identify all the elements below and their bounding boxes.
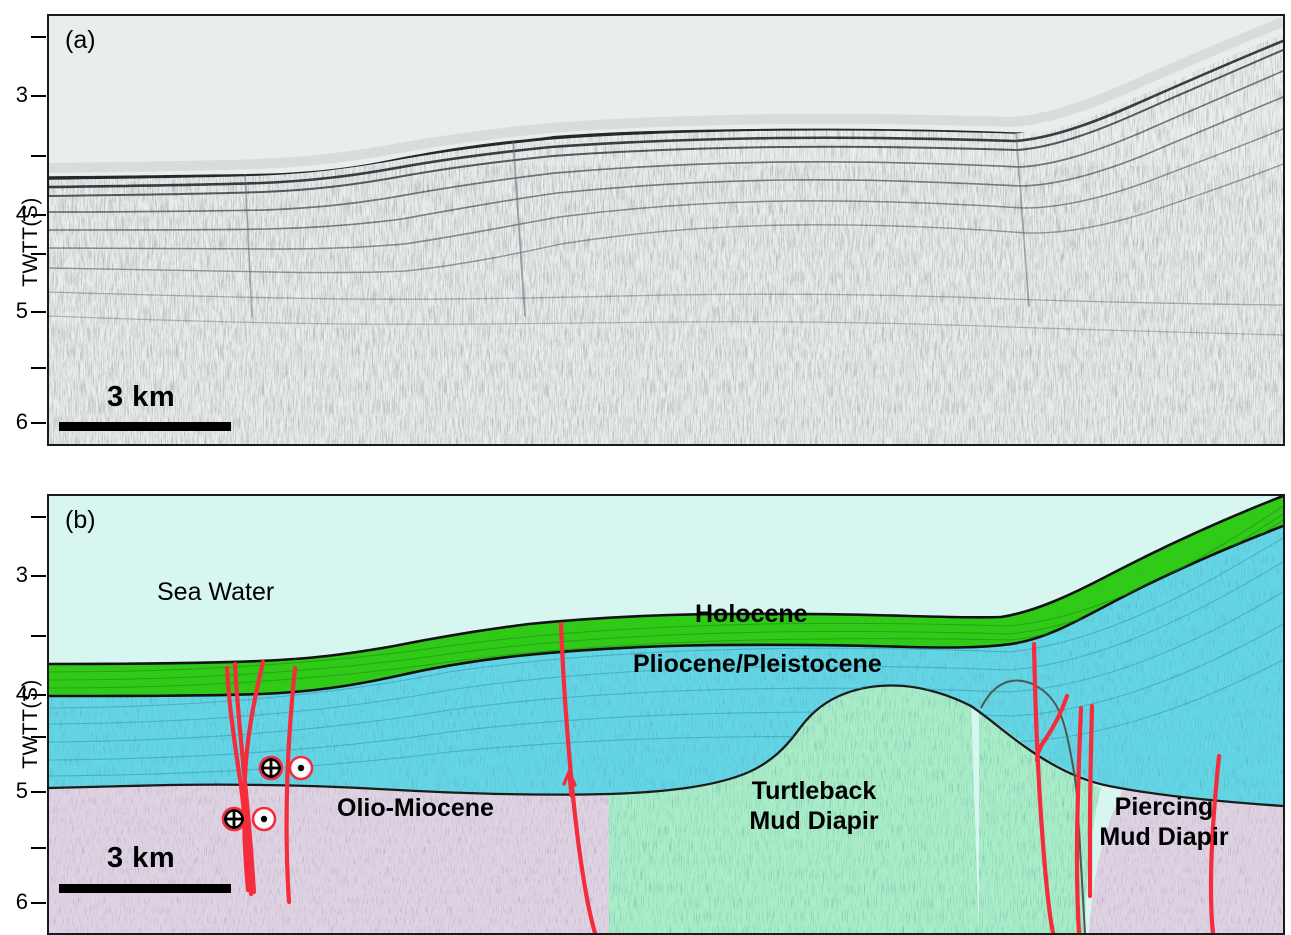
label-piercing-line1: Piercing: [1114, 793, 1214, 821]
interpretation-drawing-b: [49, 496, 1283, 933]
tick-5p5-b: [31, 847, 46, 849]
tick-label-4-a: 4: [15, 201, 28, 226]
seismic-image-a: [49, 16, 1283, 444]
label-turtleback-line2: Mud Diapir: [749, 807, 879, 835]
tick-label-3-a: 3: [15, 82, 28, 107]
tick-3p5-b: [31, 635, 46, 637]
tick-3-b: [31, 575, 46, 577]
fault-lines: [224, 621, 1222, 933]
scalebar-a-label: 3 km: [107, 381, 176, 413]
tick-4-b: [31, 694, 46, 696]
tick-label-6-b: 6: [15, 889, 28, 914]
label-holocene: Holocene: [695, 600, 808, 628]
tick-label-6-a: 6: [15, 409, 28, 434]
tick-4-a: [31, 214, 46, 216]
tick-label-5-a: 5: [15, 298, 28, 323]
tick-4p5-a: [31, 253, 46, 255]
panel-b-tag: (b): [65, 506, 96, 534]
tick-4p5-b: [31, 736, 46, 738]
tick-3-a: [31, 95, 46, 97]
fault-symbol-out-of-page-upper: [288, 755, 314, 781]
panel-a-tag: (a): [65, 26, 96, 54]
tick-label-3-b: 3: [15, 562, 28, 587]
label-turtleback-mud-diapir: Turtleback Mud Diapir: [699, 776, 929, 836]
tick-2p5-b: [31, 516, 46, 518]
tick-6-a: [31, 422, 46, 424]
panel-b-interpretation: (b) Sea Water Holocene Pliocene/Pleistoc…: [47, 494, 1285, 935]
fault-slip-arrow: [562, 768, 577, 798]
scalebar-a-bar: [59, 422, 231, 431]
tick-3p5-a: [31, 155, 46, 157]
label-turtleback-line1: Turtleback: [751, 777, 877, 805]
tick-label-5-b: 5: [15, 778, 28, 803]
panel-a-seismic-section: (a) 3 km: [47, 14, 1285, 446]
fault-symbol-into-page-lower: [221, 806, 247, 832]
scalebar-b-label: 3 km: [107, 842, 176, 874]
fault-symbol-out-of-page-lower: [251, 806, 277, 832]
label-piercing-mud-diapir: Piercing Mud Diapir: [1059, 792, 1269, 852]
label-plio-pleistocene: Pliocene/Pleistocene: [633, 650, 882, 678]
tick-label-4-b: 4: [15, 681, 28, 706]
tick-2p5-a: [31, 36, 46, 38]
label-olio-miocene: Olio-Miocene: [337, 794, 494, 822]
label-piercing-line2: Mud Diapir: [1099, 823, 1229, 851]
tick-5-a: [31, 311, 46, 313]
tick-6-b: [31, 902, 46, 904]
scalebar-b-bar: [59, 884, 231, 893]
tick-5p5-a: [31, 367, 46, 369]
tick-5-b: [31, 791, 46, 793]
label-sea-water: Sea Water: [157, 578, 275, 606]
fault-symbol-into-page-upper: [258, 755, 284, 781]
